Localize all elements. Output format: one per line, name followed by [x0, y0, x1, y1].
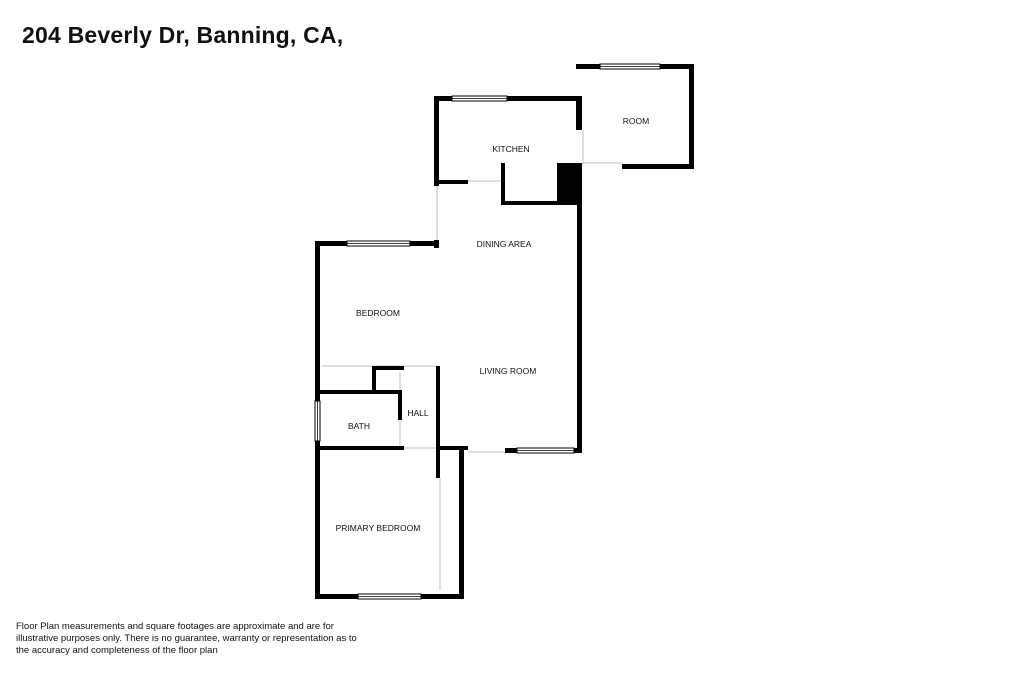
- room-label-room: ROOM: [623, 116, 649, 126]
- window-primary-bedroom: [357, 593, 422, 600]
- room-label-kitchen: KITCHEN: [492, 144, 529, 154]
- room-label-hall: HALL: [407, 408, 429, 418]
- floor-plan-windows: [314, 63, 661, 600]
- window-kitchen: [451, 95, 508, 102]
- window-bedroom: [346, 240, 411, 247]
- room-label-bath: BATH: [348, 421, 370, 431]
- room-label-living-room: LIVING ROOM: [480, 366, 537, 376]
- property-address-title: 204 Beverly Dr, Banning, CA,: [22, 22, 344, 48]
- floor-plan-disclaimer: Floor Plan measurements and square foota…: [16, 621, 357, 656]
- room-labels: KITCHEN ROOM DINING AREA BEDROOM LIVING …: [336, 116, 650, 533]
- window-room: [599, 63, 661, 70]
- room-label-primary-bedroom: PRIMARY BEDROOM: [336, 523, 421, 533]
- window-bath: [314, 400, 321, 442]
- room-label-bedroom: BEDROOM: [356, 308, 400, 318]
- window-living: [516, 447, 575, 454]
- room-label-dining-area: DINING AREA: [477, 239, 532, 249]
